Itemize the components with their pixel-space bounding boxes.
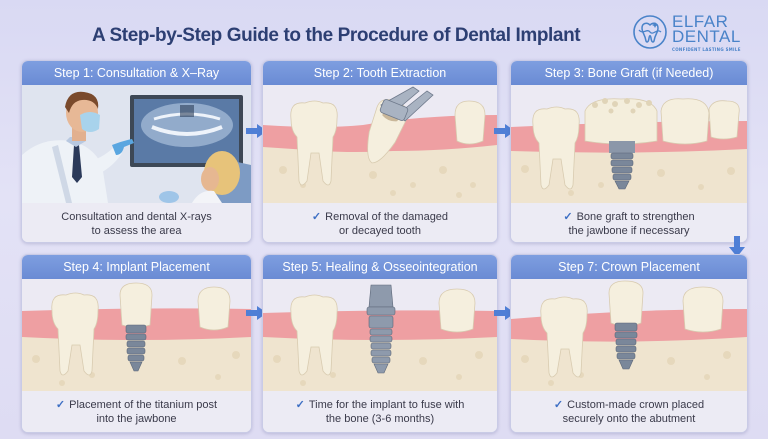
caption-line-2: securely onto the abutment (562, 413, 696, 425)
step-title: Step 4: Implant Placement (22, 255, 251, 279)
step-caption: ✓Time for the implant to fuse with the b… (263, 391, 497, 432)
step-card-2: Step 2: Tooth Extraction (262, 60, 498, 243)
brand-logo: ELFAR DENTAL CONFIDENT LASTING SMILE (632, 12, 762, 56)
check-icon: ✓ (563, 211, 573, 223)
step-card-3: Step 3: Bone Graft (if Needed) (510, 60, 748, 243)
dentist-xray-illustration (22, 85, 251, 203)
step-title: Step 2: Tooth Extraction (263, 61, 497, 85)
implant-placement-illustration (22, 279, 251, 391)
bone-graft-illustration (511, 85, 747, 203)
step-card-7: Step 7: Crown Placement (510, 254, 748, 433)
step-caption: ✓Placement of the titanium post into the… (22, 391, 251, 432)
step-title: Step 7: Crown Placement (511, 255, 747, 279)
crown-placement-illustration (511, 279, 747, 391)
arrow-down-icon (729, 236, 745, 257)
crown-placement-icon (511, 280, 747, 391)
page-title: A Step-by-Step Guide to the Procedure of… (92, 25, 581, 46)
caption-line-2: to assess the area (91, 225, 182, 237)
check-icon: ✓ (311, 211, 322, 223)
step-title: Step 1: Consultation & X–Ray (22, 61, 251, 85)
logo-wordmark-line2: DENTAL (672, 27, 741, 46)
healing-osseointegration-icon (263, 284, 497, 391)
step-card-4: Step 4: Implant Placement (21, 254, 252, 433)
check-icon: ✓ (553, 399, 564, 411)
caption-line-1: ✓Removal of the damaged (311, 211, 449, 223)
consultation-scene-icon (22, 85, 251, 203)
tooth-extraction-illustration (263, 85, 497, 203)
step-caption: ✓Bone graft to strengthen the jawbone if… (511, 203, 747, 242)
step-card-1: Step 1: Consultation & X–Ray (21, 60, 252, 243)
check-icon: ✓ (55, 399, 66, 411)
check-icon: ✓ (295, 399, 305, 411)
step-caption: Consultation and dental X-rays to assess… (22, 203, 251, 242)
caption-line-2: the bone (3-6 months) (325, 413, 435, 425)
caption-line-2: the jawbone if necessary (568, 225, 690, 237)
step-title: Step 3: Bone Graft (if Needed) (511, 61, 747, 85)
caption-line-1: ✓Placement of the titanium post (55, 399, 218, 411)
step-title: Step 5: Healing & Osseointegration (263, 255, 497, 279)
tooth-heart-logo-icon (633, 15, 667, 49)
bone-graft-icon (511, 98, 747, 203)
caption-line-1: Consultation and dental X-rays (61, 211, 212, 223)
step-card-5: Step 5: Healing & Osseointegration (262, 254, 498, 433)
logo-wordmark-line1: ELFAR (672, 12, 729, 31)
tooth-extraction-icon (263, 86, 497, 203)
caption-line-2: into the jawbone (96, 413, 177, 425)
caption-line-2: or decayed tooth (339, 225, 421, 237)
step-caption: ✓Removal of the damaged or decayed tooth (263, 203, 497, 242)
implant-placement-icon (22, 282, 251, 391)
caption-line-1: ✓Bone graft to strengthen (563, 211, 695, 223)
healing-illustration (263, 279, 497, 391)
caption-line-1: ✓Time for the implant to fuse with (295, 399, 465, 411)
logo-tagline: CONFIDENT LASTING SMILE (672, 47, 741, 52)
step-caption: ✓Custom-made crown placed securely onto … (511, 391, 747, 432)
caption-line-1: ✓Custom-made crown placed (553, 399, 705, 411)
